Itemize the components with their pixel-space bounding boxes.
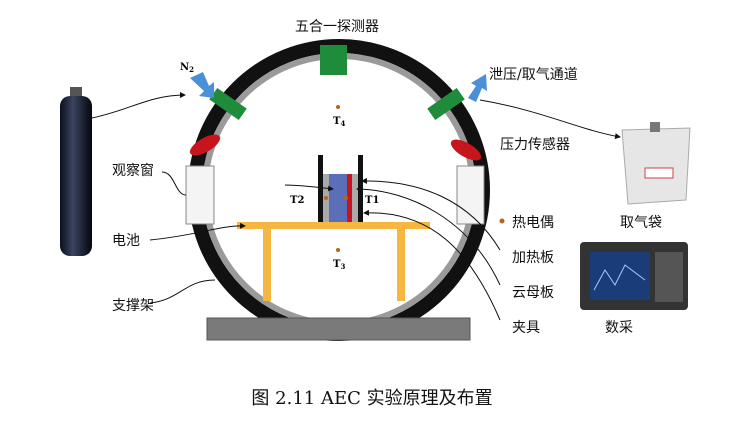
n2-label: N2 xyxy=(180,62,194,74)
t3-label: T3 xyxy=(333,259,345,271)
support-label: 支撑架 xyxy=(112,298,154,314)
t2-label: T2 xyxy=(290,195,304,206)
leader-lines xyxy=(91,92,621,321)
pressure-sensor-right xyxy=(450,139,482,161)
data-acquisition-device xyxy=(580,242,688,310)
t4-label: T4 xyxy=(333,116,345,128)
vent-outflow-arrow-icon xyxy=(468,74,487,102)
n2-gas-cylinder xyxy=(60,87,92,256)
support-frame xyxy=(237,222,430,301)
mica-plate-label: 云母板 xyxy=(512,285,554,301)
figure-caption: 图 2.11 AEC 实验原理及布置 xyxy=(251,388,493,409)
thermocouple-label: 热电偶 xyxy=(512,215,554,231)
daq-label: 数采 xyxy=(605,320,633,336)
thermocouple-dots xyxy=(324,105,505,252)
vent-label: 泄压/取气通道 xyxy=(489,67,578,83)
gas-sampling-bag xyxy=(621,122,691,205)
gas-bag-label: 取气袋 xyxy=(620,215,662,231)
vent-port xyxy=(427,87,465,121)
fixture-label: 夹具 xyxy=(512,320,540,336)
heating-plate-label: 加热板 xyxy=(512,250,554,266)
five-in-one-detector xyxy=(320,45,347,75)
n2-inlet-port xyxy=(209,87,247,121)
heating-plate xyxy=(347,174,352,222)
t1-label: T1 xyxy=(365,195,379,206)
base-plate xyxy=(206,317,471,341)
n2-inflow-arrow-icon xyxy=(190,72,214,98)
pressure-sensor-left xyxy=(189,134,221,156)
battery-label: 电池 xyxy=(112,233,140,249)
pressure-sensor-label: 压力传感器 xyxy=(500,137,570,153)
detector-label: 五合一探测器 xyxy=(295,19,379,35)
window-label: 观察窗 xyxy=(112,163,154,179)
observation-window-left xyxy=(185,165,215,225)
